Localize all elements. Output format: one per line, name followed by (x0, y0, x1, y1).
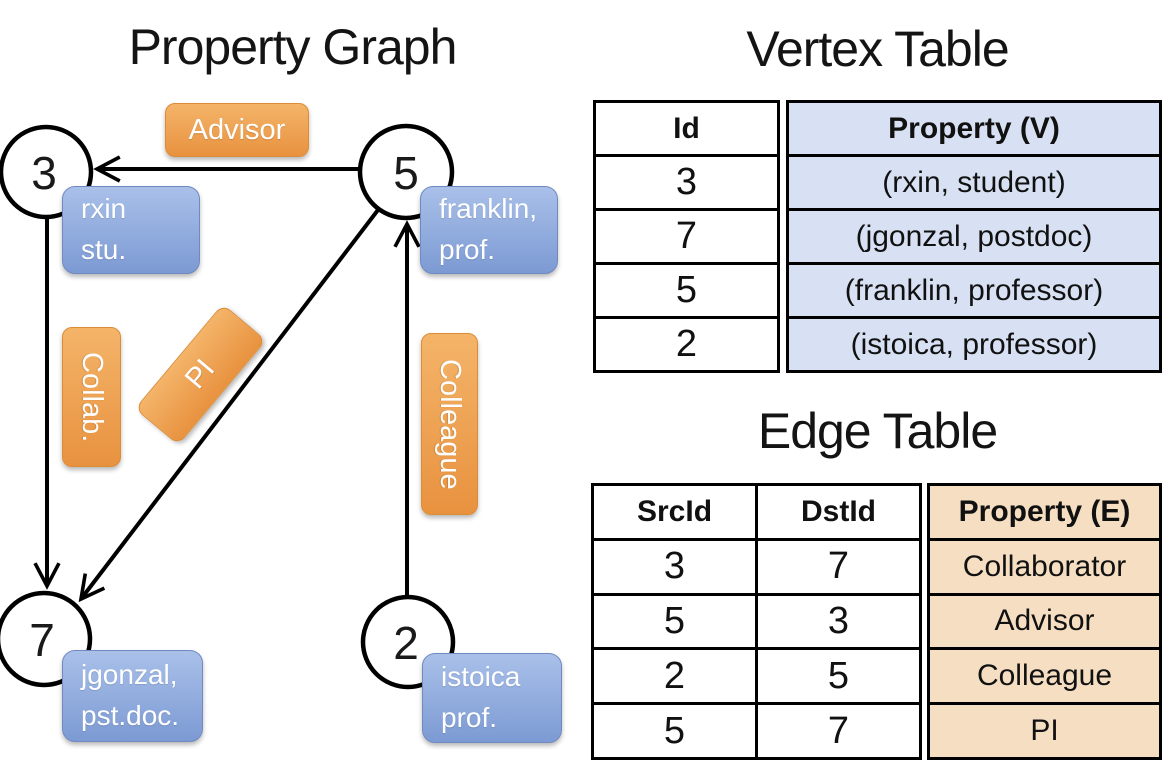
node-property-box-2: istoica prof. (422, 653, 562, 743)
table-cell: 7 (596, 208, 777, 262)
node-property-line: stu. (81, 234, 127, 265)
edge-pi-5-to-7 (78, 204, 383, 603)
table-cell: 2 (596, 316, 777, 370)
edge-table-id-columns: SrcId 3 5 2 5 DstId 7 3 5 7 (591, 483, 922, 760)
table-cell: (jgonzal, postdoc) (789, 208, 1159, 262)
node-property-line: rxin (81, 193, 127, 225)
node-property-line: prof. (441, 702, 498, 733)
edge-table-property-column: Property (E) Collaborator Advisor Collea… (927, 483, 1162, 760)
node-property-box-5: franklin, prof. (420, 186, 558, 274)
node-property-line: franklin, (439, 193, 538, 225)
edge-table-title: Edge Table (757, 403, 998, 459)
table-cell: 3 (594, 537, 755, 593)
edge-table-dstid-column: DstId 7 3 5 7 (755, 486, 919, 757)
edge-table-header-dstid: DstId (801, 494, 876, 528)
graph-canvas: 3 5 7 2 (0, 123, 456, 690)
node-id-7: 7 (29, 614, 55, 666)
edge-table-srcid-column: SrcId 3 5 2 5 (594, 486, 755, 757)
vertex-table-id-column: Id 3 7 5 2 (593, 100, 780, 373)
table-cell: (rxin, student) (789, 154, 1159, 208)
table-cell: 5 (596, 262, 777, 316)
node-property-line: prof. (439, 234, 496, 265)
node-property-box-7: jgonzal, pst.doc. (62, 650, 203, 742)
table-cell: Advisor (930, 592, 1159, 648)
node-property-line: pst.doc. (81, 700, 180, 731)
vertex-table-header-id: Id (673, 111, 700, 145)
table-cell: 2 (594, 647, 755, 702)
edge-label-colleague: Colleague (421, 333, 478, 515)
node-property-line: istoica (441, 661, 521, 693)
vertex-table-property-column: Property (V) (rxin, student) (jgonzal, p… (786, 100, 1162, 373)
edge-table-header-srcid: SrcId (636, 494, 713, 528)
table-cell: PI (930, 702, 1159, 757)
vertex-table-header-property: Property (V) (789, 103, 1159, 154)
node-property-box-3: rxin stu. (62, 186, 200, 274)
node-property-line: jgonzal, (81, 659, 178, 691)
table-cell: Colleague (930, 647, 1159, 703)
table-cell: Collaborator (930, 537, 1159, 593)
edge-table-header-property: Property (E) (930, 486, 1159, 538)
edge-label-collab: Collab. (62, 327, 121, 467)
table-cell: 5 (758, 647, 919, 702)
table-cell: 5 (594, 592, 755, 648)
table-cell: 5 (594, 702, 755, 757)
edge-label-advisor: Advisor (165, 103, 309, 157)
vertex-table-title: Vertex Table (746, 21, 1009, 77)
table-cell: 7 (758, 537, 919, 593)
node-id-5: 5 (393, 147, 419, 199)
table-cell: 7 (758, 702, 919, 757)
table-cell: 3 (758, 592, 919, 648)
table-cell: (franklin, professor) (789, 262, 1159, 316)
table-cell: 3 (596, 154, 777, 208)
node-id-2: 2 (393, 617, 419, 669)
node-id-3: 3 (31, 147, 57, 199)
table-cell: (istoica, professor) (789, 316, 1159, 370)
property-graph-title: Property Graph (128, 19, 458, 75)
